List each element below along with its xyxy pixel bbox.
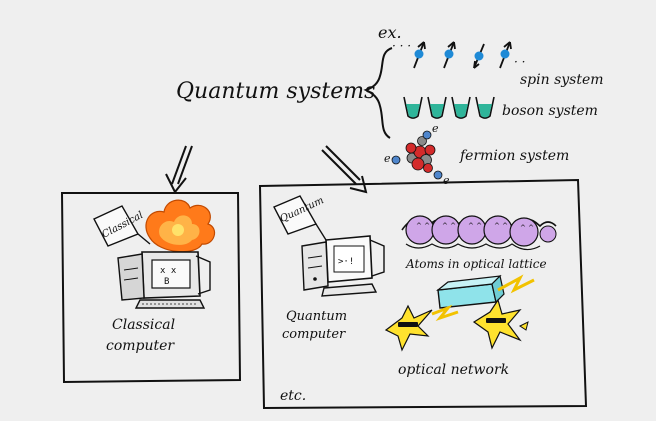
explosion-icon [145, 199, 216, 253]
fermion-atom [391, 130, 443, 180]
electron-1 [422, 130, 432, 140]
quantum-computer-label-line2: computer [282, 327, 346, 342]
boson-cups [403, 96, 495, 119]
quantum-box [258, 178, 588, 410]
boson-system-label: boson system [502, 103, 598, 119]
svg-text:B: B [164, 277, 169, 287]
spin-arrow-3 [473, 43, 485, 69]
optical-lattice-atoms: ^ ^ ^ ^ ^ ^ ^ ^ ^ ^ [401, 215, 557, 251]
svg-text:^ ^: ^ ^ [442, 222, 456, 230]
svg-text:>·!: >·! [338, 257, 354, 267]
lightning-right [472, 298, 529, 350]
svg-text:^ ^: ^ ^ [520, 224, 534, 232]
lattice-atom-5 [509, 217, 539, 247]
boson-cup-1 [403, 96, 423, 119]
classical-computer-label-line2: computer [106, 338, 175, 354]
lattice-atom-4 [483, 215, 513, 245]
atoms-optical-lattice-label: Atoms in optical lattice [405, 257, 547, 271]
classical-computer-label-line1: Classical [112, 317, 175, 333]
electron-label-3: e [443, 174, 450, 187]
lattice-atom-1 [405, 215, 435, 245]
spin-arrow-2 [443, 41, 456, 69]
spin-system-label: spin system [520, 72, 604, 88]
svg-text:^ ^: ^ ^ [416, 222, 430, 230]
lattice-atom-6 [539, 225, 557, 243]
classical-tag [93, 205, 151, 247]
spin-dots-left: · · · [392, 39, 411, 53]
quantum-computer-icon: >·! [301, 235, 385, 297]
svg-text:^ ^: ^ ^ [494, 222, 508, 230]
spin-arrow-4 [499, 41, 512, 69]
etc-label: etc. [280, 388, 306, 404]
quantum-computer-label-line1: Quantum [286, 309, 347, 324]
electron-label-2: e [384, 152, 391, 165]
fermion-system-label: fermion system [459, 148, 569, 164]
lightning-right-top [497, 274, 535, 294]
electron-label-1: e [432, 122, 439, 135]
spin-arrow-1 [413, 41, 426, 69]
ex-label: ex. [378, 23, 402, 42]
quantum-tag [273, 195, 327, 241]
lattice-atom-2 [431, 215, 461, 245]
optical-network-label: optical network [398, 362, 509, 378]
svg-text:^ ^: ^ ^ [468, 222, 482, 230]
lightning-left [384, 304, 459, 352]
spin-dots-right: · · [514, 55, 525, 69]
boson-cup-4 [475, 96, 495, 119]
arrow-to-quantum [321, 145, 368, 194]
boson-cup-2 [427, 96, 447, 119]
lattice-atom-3 [457, 215, 487, 245]
classical-box [60, 192, 242, 384]
quantum-systems-title: Quantum systems [176, 79, 375, 104]
curly-brace [363, 47, 393, 139]
svg-text:x x: x x [160, 266, 177, 276]
electron-3 [433, 170, 443, 180]
classical-computer-icon: x x B [117, 251, 211, 309]
spin-arrows: · · · · · [392, 39, 525, 69]
electron-2 [391, 155, 401, 165]
boson-cup-3 [451, 96, 471, 119]
